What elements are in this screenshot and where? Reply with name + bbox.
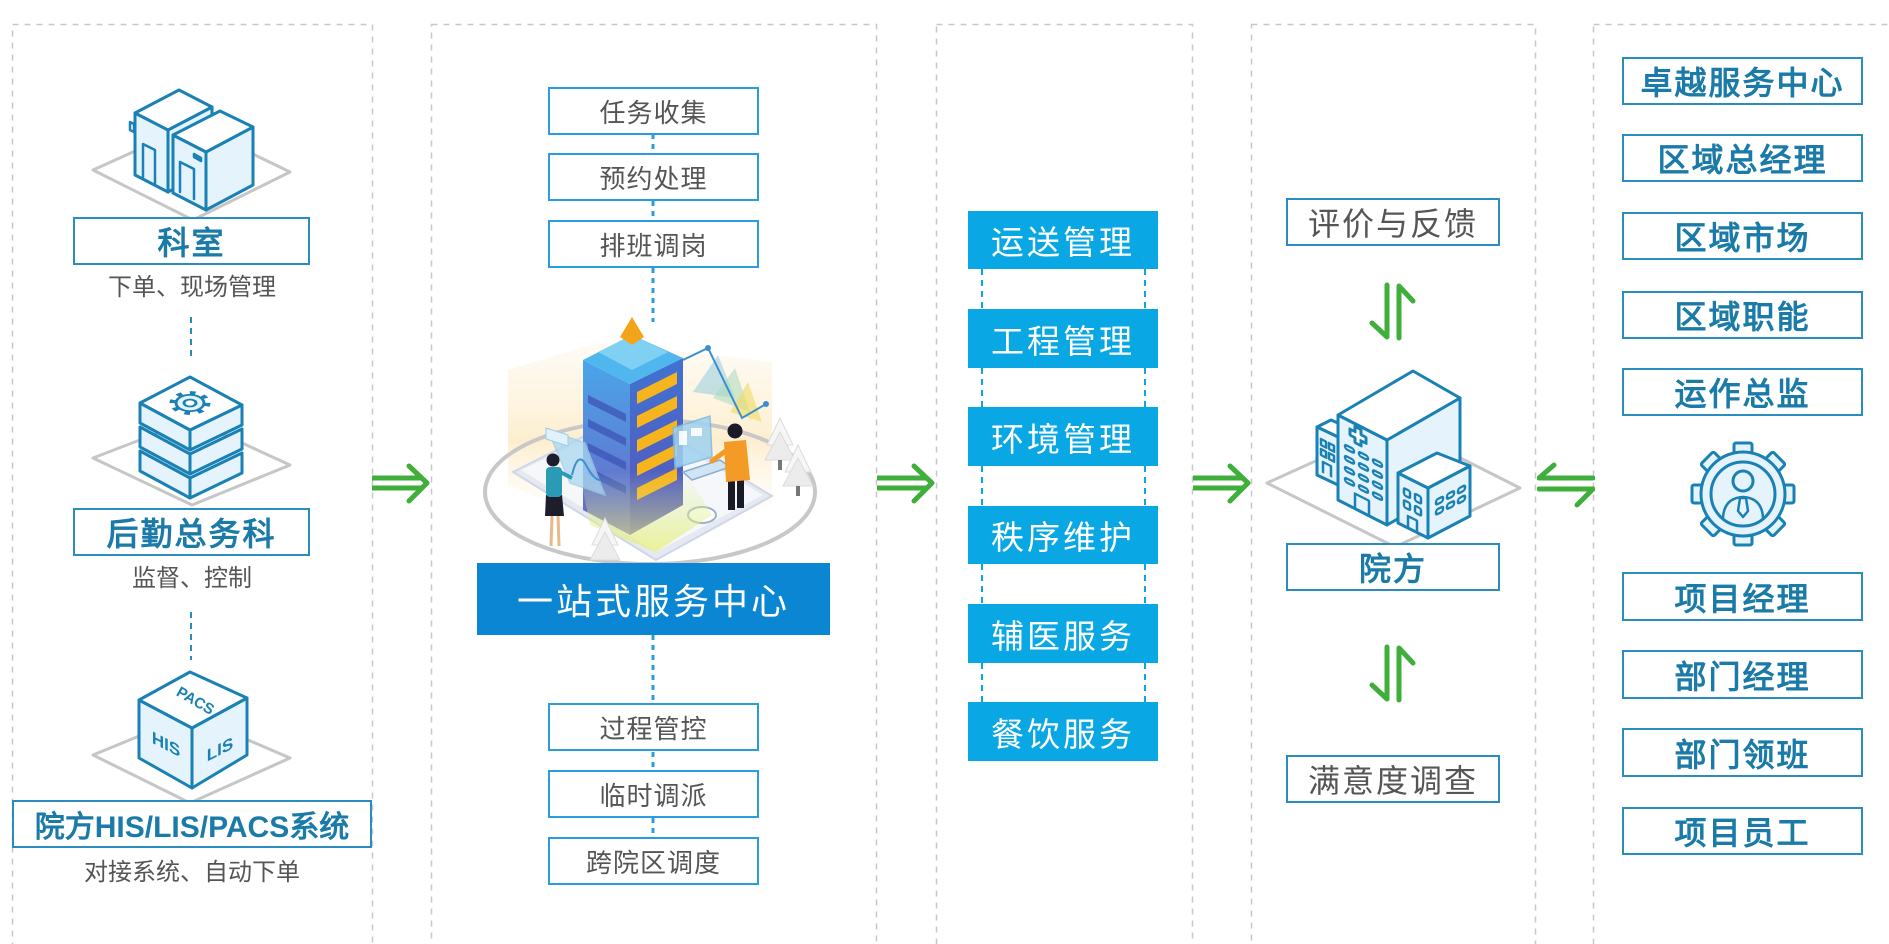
- source-label: 后勤总务科: [106, 516, 277, 552]
- right-screen: [672, 414, 732, 481]
- gear-icon: [169, 391, 211, 415]
- step-label: 过程管控: [599, 713, 708, 744]
- service-item: 秩序维护: [968, 506, 1158, 564]
- man-figure: [709, 423, 750, 510]
- building-front: [171, 109, 255, 212]
- org-role-label: 卓越服务中心: [1640, 65, 1845, 101]
- hospital-label: 院方: [1358, 551, 1427, 587]
- up-down-harpoons-icon: [1369, 644, 1416, 703]
- service-label: 环境管理: [991, 420, 1135, 458]
- feedback-box: 评价与反馈: [1286, 198, 1500, 246]
- step-box: 跨院区调度: [548, 837, 759, 885]
- org-role-box: 项目经理: [1622, 572, 1863, 621]
- person-icon: [1721, 469, 1765, 520]
- server-gear-stack-icon: [91, 375, 292, 507]
- step-box: 临时调派: [548, 770, 759, 818]
- slab-middle: [138, 425, 244, 476]
- double-arrow-right-icon: [1193, 463, 1251, 504]
- source-desc: 监督、控制: [132, 565, 252, 592]
- chart-graphic: [682, 345, 769, 422]
- service-connectors: [981, 269, 1146, 702]
- org-role-label: 区域市场: [1674, 220, 1811, 256]
- annex-building: [1396, 451, 1472, 540]
- step-label: 跨院区调度: [585, 847, 721, 878]
- panel-service-center: [430, 23, 878, 944]
- org-role-label: 区域职能: [1674, 299, 1811, 335]
- step-box: 过程管控: [548, 703, 759, 751]
- service-label: 辅医服务: [991, 617, 1135, 655]
- source-desc: 下单、现场管理: [108, 274, 276, 301]
- step-box: 排班调岗: [548, 220, 759, 268]
- hospital-buildings-icon: [1265, 369, 1522, 545]
- feedback-label: 评价与反馈: [1307, 206, 1478, 242]
- source-box-hospital-systems: 院方HIS/LIS/PACS系统: [12, 800, 372, 848]
- source-label: 院方HIS/LIS/PACS系统: [34, 811, 350, 844]
- survey-box: 满意度调查: [1286, 755, 1500, 803]
- service-label: 餐饮服务: [991, 715, 1135, 753]
- woman-figure: [545, 453, 573, 547]
- org-role-label: 项目经理: [1674, 580, 1811, 617]
- service-center-title: 一站式服务中心: [516, 581, 790, 622]
- tower: [580, 317, 712, 552]
- left-screen: [545, 427, 607, 497]
- person-in-gear-icon: [1690, 441, 1796, 547]
- panel-hospital: [1250, 23, 1537, 944]
- left-right-harpoons-icon: [1537, 462, 1595, 508]
- org-role-box: 项目员工: [1622, 807, 1863, 855]
- org-role-label: 部门经理: [1674, 658, 1811, 695]
- hospital-box: 院方: [1286, 543, 1500, 591]
- source-label: 科室: [157, 225, 226, 261]
- step-label: 临时调派: [599, 780, 708, 811]
- source-box-department: 科室: [73, 217, 310, 265]
- org-role-box: 区域总经理: [1622, 134, 1863, 182]
- org-role-box: 部门经理: [1622, 650, 1863, 699]
- survey-label: 满意度调查: [1307, 763, 1478, 799]
- smart-building-illustration: [483, 317, 817, 566]
- clinic-buildings-icon: [91, 88, 292, 220]
- org-role-label: 区域总经理: [1657, 142, 1828, 178]
- panel-services: [935, 23, 1194, 944]
- source-box-logistics: 后勤总务科: [73, 508, 310, 556]
- up-down-harpoons-icon: [1369, 282, 1416, 341]
- org-role-box: 部门领班: [1622, 728, 1863, 777]
- one-stop-service-center: 一站式服务中心: [477, 563, 830, 635]
- org-role-label: 部门领班: [1674, 736, 1811, 773]
- trees: [589, 416, 814, 561]
- org-role-box: 区域市场: [1622, 212, 1863, 260]
- step-label: 预约处理: [599, 163, 708, 194]
- org-role-label: 项目员工: [1674, 815, 1811, 851]
- service-item: 工程管理: [968, 309, 1158, 368]
- double-arrow-right-icon: [877, 463, 935, 504]
- service-label: 秩序维护: [991, 519, 1135, 556]
- org-role-label: 运作总监: [1674, 376, 1811, 412]
- service-item: 餐饮服务: [968, 702, 1158, 761]
- service-label: 工程管理: [991, 322, 1135, 360]
- slab-bottom: [138, 449, 244, 500]
- his-lis-pacs-cube-icon: PACS HIS LIS: [91, 670, 292, 800]
- service-label: 运送管理: [991, 224, 1135, 261]
- step-label: 任务收集: [599, 97, 708, 128]
- org-role-box: 区域职能: [1622, 291, 1863, 339]
- step-box: 预约处理: [548, 153, 759, 201]
- step-label: 排班调岗: [599, 230, 708, 261]
- panel-sources: [11, 23, 374, 944]
- step-box: 任务收集: [548, 87, 759, 135]
- service-item: 环境管理: [968, 407, 1158, 466]
- service-item: 运送管理: [968, 211, 1158, 269]
- service-item: 辅医服务: [968, 604, 1158, 663]
- source-desc: 对接系统、自动下单: [84, 859, 300, 886]
- org-role-box: 运作总监: [1622, 368, 1863, 416]
- double-arrow-right-icon: [372, 463, 430, 504]
- org-role-box: 卓越服务中心: [1622, 57, 1863, 105]
